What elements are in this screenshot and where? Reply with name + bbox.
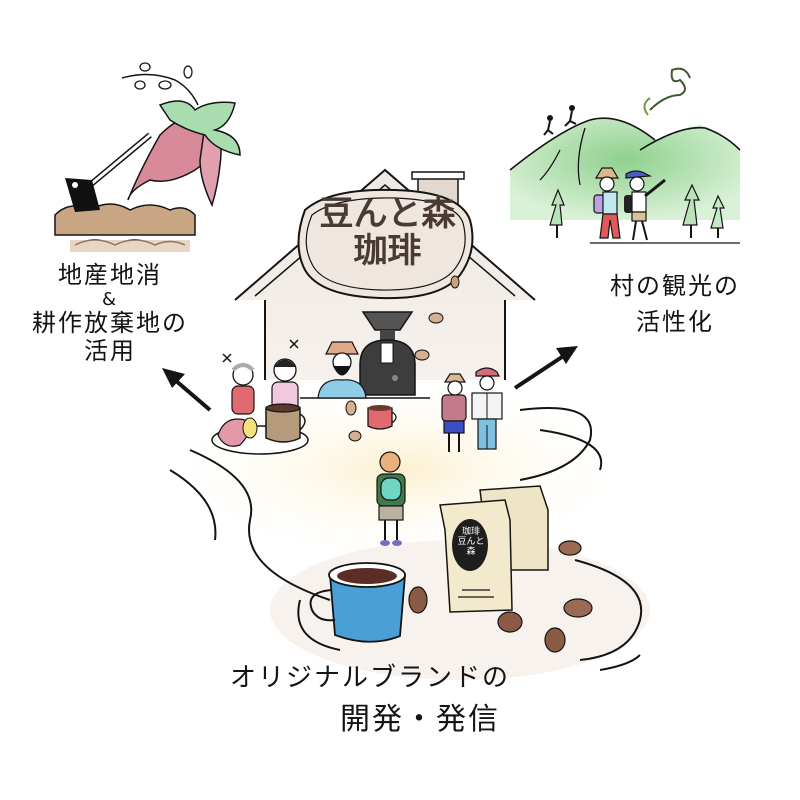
caption-left-line3: 耕作放棄地の — [32, 309, 188, 338]
coffee-mug-icon — [309, 562, 406, 643]
arrow-icon-right — [513, 346, 578, 390]
caption-left-line2: & — [101, 288, 119, 310]
tourism-scene — [509, 67, 741, 244]
caption-tourism: 村の観光の 活性化 — [580, 268, 770, 340]
shop-sign-line1: 豆んと森 — [319, 194, 456, 234]
silhouette-hikers-icon — [543, 105, 577, 136]
coffee-cup-icon — [211, 403, 397, 455]
backpacker-icon — [376, 451, 406, 546]
villagers-icon — [222, 339, 367, 415]
shop-sign-line2: 珈琲 — [353, 231, 422, 272]
bag-label-line1: 珈琲 — [461, 527, 480, 537]
dragon-icon — [643, 67, 691, 116]
tree-icon — [549, 183, 725, 238]
tourists-icon — [441, 367, 503, 452]
caption-local-production: 地産地消 & 耕作放棄地の 活用 — [10, 261, 210, 365]
hikers-icon — [593, 167, 666, 241]
shop-sign-text: 豆んと森 珈琲 — [305, 194, 470, 272]
shop-sign — [297, 188, 474, 300]
caption-bottom-line2: 開発・発信 — [340, 701, 500, 737]
arrow-icon-left — [162, 368, 212, 412]
caption-right-line1: 村の観光の — [610, 272, 740, 300]
soil-icon — [54, 203, 196, 252]
hoe-icon — [65, 132, 152, 212]
caption-original-brand: オリジナルブランドの 開発・発信 — [210, 660, 630, 741]
mountain-icon — [509, 117, 741, 220]
bag-label-line2: 豆んと森 — [457, 536, 485, 557]
coffee-bag-label: 珈琲 豆んと森 — [455, 527, 487, 558]
caption-right-line2: 活性化 — [636, 308, 714, 336]
house-icon — [234, 168, 536, 380]
farming-scene — [54, 62, 241, 252]
sweet-potato-icon — [121, 62, 241, 208]
coffee-roaster-icon — [359, 311, 416, 396]
caption-left-line1: 地産地消 — [58, 261, 162, 289]
coffee-beans-icon — [408, 540, 593, 653]
coffee-bag-icon — [439, 485, 549, 613]
coffee-bean-icon — [345, 312, 444, 442]
caption-left-line4: 活用 — [84, 336, 136, 365]
caption-bottom-line1: オリジナルブランドの — [230, 663, 511, 693]
